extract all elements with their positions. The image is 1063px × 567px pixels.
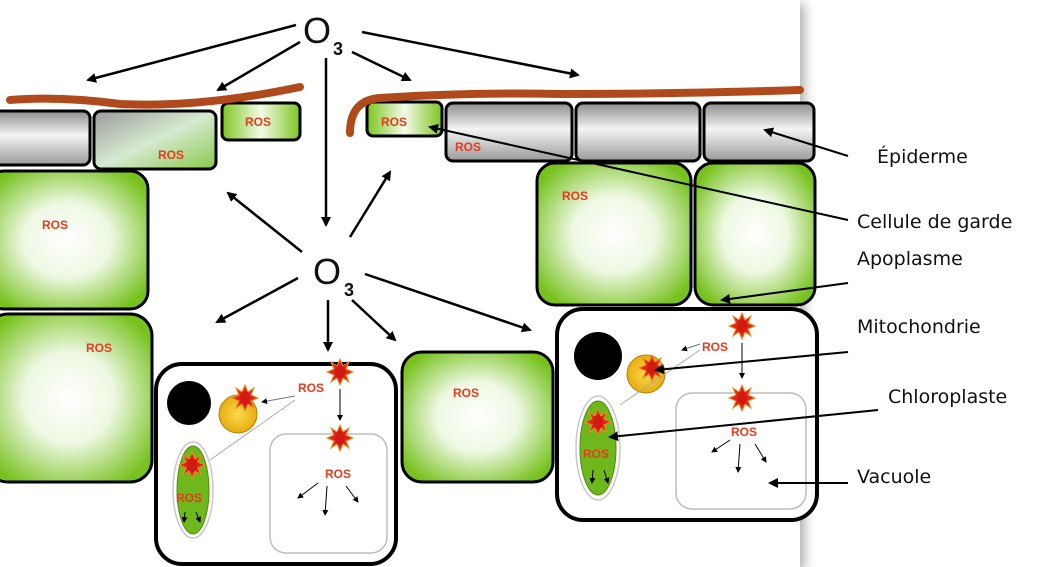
ozone-middle: O 3 <box>313 251 354 300</box>
ozone-symbol: O <box>313 251 341 292</box>
nucleus <box>167 381 211 425</box>
ozone-subscript: 3 <box>344 280 354 300</box>
ros-label: ROS <box>381 115 407 129</box>
cuticle-left <box>6 83 304 109</box>
ozone-top-arrows <box>86 23 580 227</box>
ros-burst-icon <box>584 408 612 436</box>
ros-label: ROS <box>325 467 351 481</box>
ros-label: ROS <box>158 148 184 162</box>
ros-burst-icon <box>231 384 259 412</box>
vacuole <box>675 392 807 510</box>
detailed-cell-left: ROS ROS ROS <box>154 358 398 566</box>
guard-cell-right <box>365 100 444 138</box>
ozone-symbol: O <box>303 10 331 51</box>
label-pointers <box>428 123 879 488</box>
label-vacuole: Vacuole <box>857 466 931 488</box>
detailed-cell-right: ROS ROS ROS <box>555 307 819 522</box>
epidermal-cell <box>444 101 574 163</box>
ros-label: ROS <box>176 491 202 505</box>
ozone-middle-arrows <box>215 170 532 352</box>
ros-burst-icon <box>326 424 354 452</box>
epidermal-cell <box>702 101 816 163</box>
ros-label: ROS <box>453 386 479 400</box>
ros-label: ROS <box>298 381 324 395</box>
mesophyll-cell <box>400 350 555 484</box>
epidermis-left: ROS ROS <box>0 101 302 171</box>
ros-label: ROS <box>245 115 271 129</box>
ros-label: ROS <box>42 218 68 232</box>
ros-burst-icon <box>178 451 206 479</box>
ozone-top: O 3 <box>303 10 343 59</box>
ros-label: ROS <box>702 340 728 354</box>
ozone-subscript: 3 <box>333 39 343 59</box>
label-chloroplaste: Chloroplaste <box>888 386 1007 408</box>
chloroplast <box>579 400 617 496</box>
ros-label: ROS <box>583 447 609 461</box>
ros-burst-icon <box>728 384 756 412</box>
ros-label: ROS <box>731 425 757 439</box>
vacuole <box>269 433 388 554</box>
label-epiderme: Épiderme <box>877 145 968 168</box>
ros-label: ROS <box>86 341 112 355</box>
ros-burst-icon <box>728 312 756 340</box>
epidermal-cell <box>92 109 218 171</box>
label-cellule-de-garde: Cellule de garde <box>857 211 1012 233</box>
cuticle-right <box>346 86 804 137</box>
ros-burst-icon <box>326 358 354 386</box>
epidermis-right: ROS ROS <box>365 100 816 163</box>
epidermal-cell <box>0 109 92 167</box>
mesophyll-cell <box>693 161 817 307</box>
mesophyll-cell <box>0 312 154 484</box>
mesophyll-cell <box>0 169 150 311</box>
ros-label: ROS <box>562 189 588 203</box>
nucleus <box>574 332 622 380</box>
ros-label: ROS <box>455 140 481 154</box>
epidermal-cell <box>574 101 702 163</box>
mesophyll-cell <box>535 161 693 307</box>
label-apoplasme: Apoplasme <box>857 248 963 270</box>
guard-cell-left <box>220 101 302 142</box>
label-mitochondrie: Mitochondrie <box>857 316 981 338</box>
